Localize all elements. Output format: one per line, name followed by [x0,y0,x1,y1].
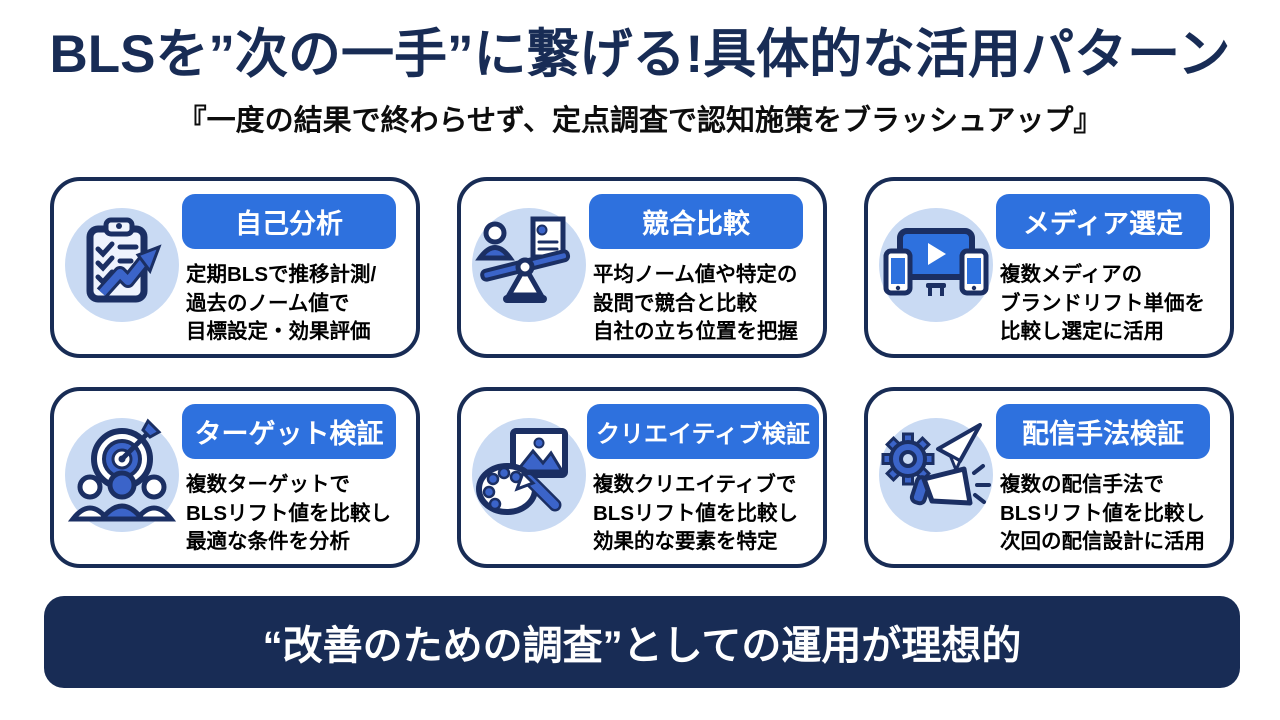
card-self-analysis: 自己分析 定期BLSで推移計測/ 過去のノーム値で 目標設定・効果評価 [50,177,420,358]
page-subtitle: 『一度の結果で終わらせず、定点調査で認知施策をブラッシュアップ』 [177,105,1103,137]
card-label-creative-verification: クリエイティブ検証 [587,404,819,459]
target-audience-icon [62,415,182,535]
palette-brush-icon [469,415,589,535]
card-competitor-comparison: 競合比較 平均ノーム値や特定の 設問で競合と比較 自社の立ち位置を把握 [457,177,827,358]
card-label-delivery-method-verification: 配信手法検証 [996,404,1210,459]
card-label-self-analysis: 自己分析 [182,194,396,249]
card-label-competitor-comparison: 競合比較 [589,194,803,249]
card-desc-creative-verification: 複数クリエイティブで BLSリフト値を比較し 効果的な要素を特定 [593,473,798,554]
gear-megaphone-icon [876,415,996,535]
card-grid: 自己分析 定期BLSで推移計測/ 過去のノーム値で 目標設定・効果評価 競合比較… [50,177,1234,568]
card-delivery-method-verification: 配信手法検証 複数の配信手法で BLSリフト値を比較し 次回の配信設計に活用 [864,387,1234,568]
multi-device-icon [876,205,996,325]
card-desc-target-verification: 複数ターゲットで BLSリフト値を比較し 最適な条件を分析 [186,473,391,554]
clipboard-trend-icon [62,205,182,325]
card-label-media-selection: メディア選定 [996,194,1210,249]
balance-scale-icon [469,205,589,325]
card-desc-competitor-comparison: 平均ノーム値や特定の 設問で競合と比較 自社の立ち位置を把握 [593,263,798,344]
card-target-verification: ターゲット検証 複数ターゲットで BLSリフト値を比較し 最適な条件を分析 [50,387,420,568]
card-media-selection: メディア選定 複数メディアの ブランドリフト単価を 比較し選定に活用 [864,177,1234,358]
card-creative-verification: クリエイティブ検証 複数クリエイティブで BLSリフト値を比較し 効果的な要素を… [457,387,827,568]
card-desc-media-selection: 複数メディアの ブランドリフト単価を 比較し選定に活用 [1000,263,1205,344]
card-desc-delivery-method-verification: 複数の配信手法で BLSリフト値を比較し 次回の配信設計に活用 [1000,473,1205,554]
card-desc-self-analysis: 定期BLSで推移計測/ 過去のノーム値で 目標設定・効果評価 [186,263,377,344]
conclusion-banner: “改善のための調査”としての運用が理想的 [44,596,1240,688]
card-label-target-verification: ターゲット検証 [182,404,396,459]
page-title: BLSを”次の一手”に繋げる!具体的な活用パターン [49,25,1231,84]
